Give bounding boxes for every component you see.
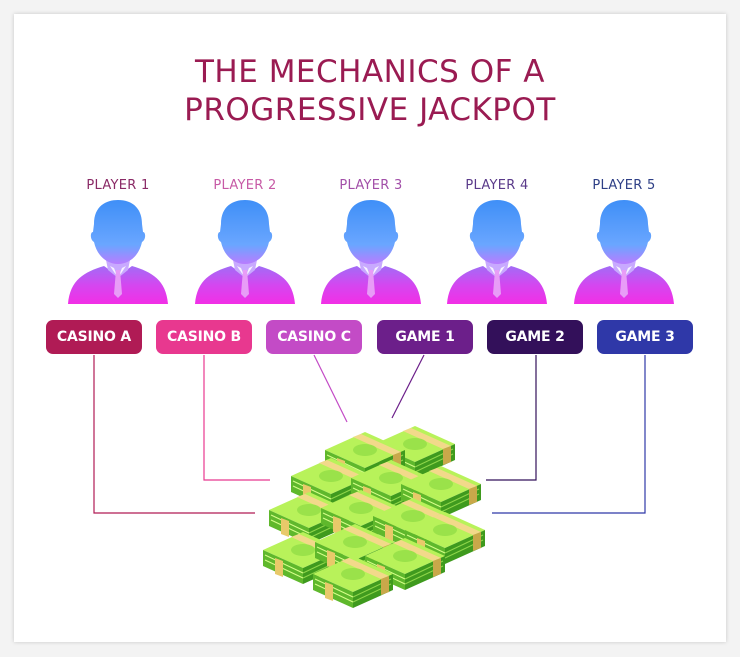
title-line-2: PROGRESSIVE JACKPOT: [184, 92, 556, 128]
source-game-1: GAME 1: [377, 320, 473, 354]
player-label-4: PLAYER 4: [465, 178, 529, 193]
source-casino-b: CASINO B: [156, 320, 252, 354]
connector-game-2: [486, 355, 537, 481]
connector-game-3: [492, 355, 646, 514]
source-casino-c: CASINO C: [266, 320, 362, 354]
player-label-2: PLAYER 2: [213, 178, 277, 193]
player-label-1: PLAYER 1: [86, 178, 150, 193]
connector-casino-c: [313, 354, 348, 423]
connector-casino-a: [93, 355, 255, 514]
connector-casino-b: [203, 355, 270, 481]
title-line-1: THE MECHANICS OF A: [195, 54, 545, 90]
source-game-3: GAME 3: [597, 320, 693, 354]
source-casino-a: CASINO A: [46, 320, 142, 354]
player-label-3: PLAYER 3: [339, 178, 403, 193]
connector-game-1: [391, 354, 425, 419]
player-label-5: PLAYER 5: [592, 178, 656, 193]
source-game-2: GAME 2: [487, 320, 583, 354]
cash-stack-icon: [262, 425, 485, 609]
